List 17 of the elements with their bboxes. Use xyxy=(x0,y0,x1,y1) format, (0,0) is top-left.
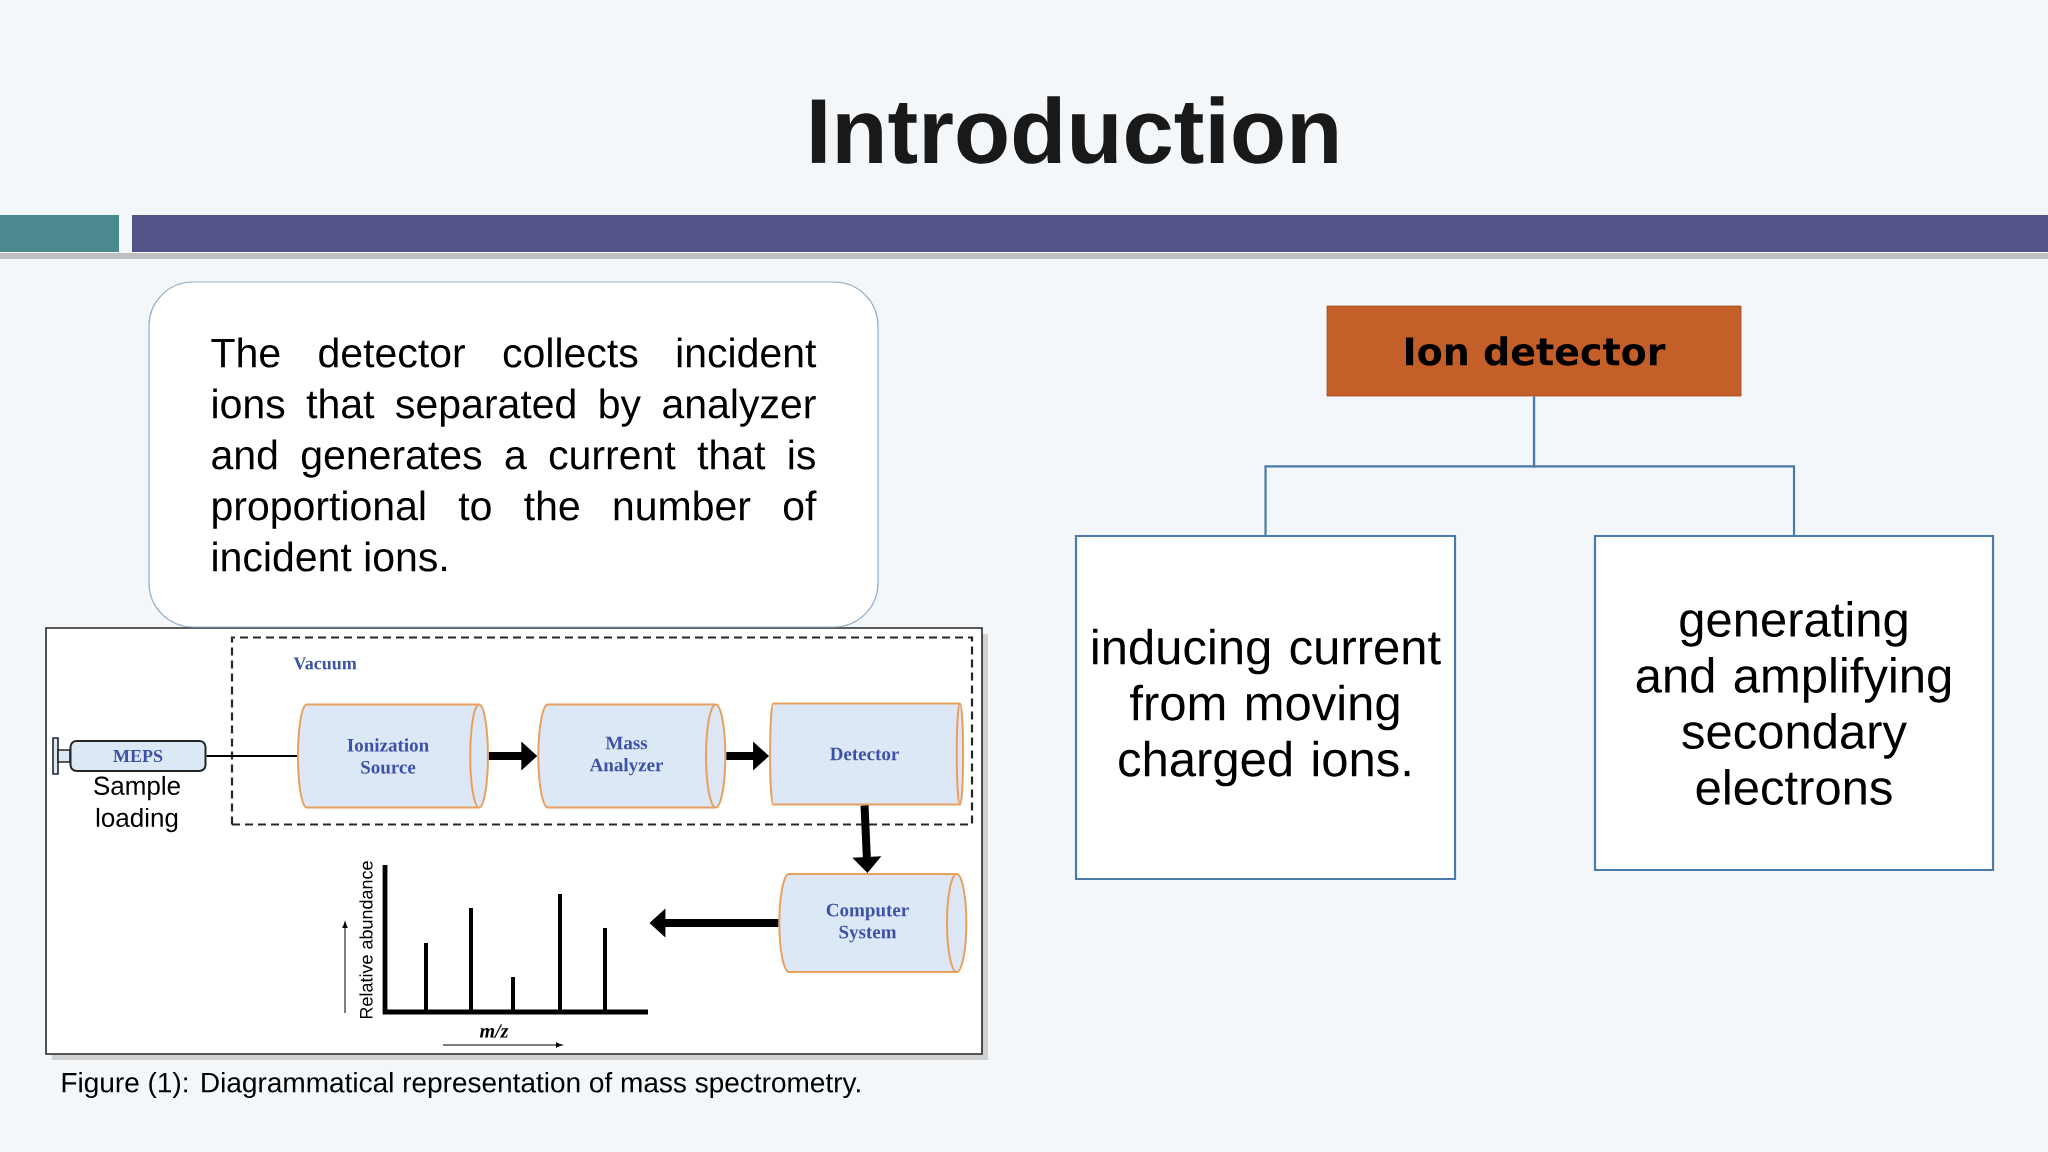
cylinder: Ionization Source xyxy=(296,703,489,809)
cylinder: Detector xyxy=(769,702,965,806)
branch-box: generating and amplifying secondary electrons xyxy=(1593,534,1995,872)
title: Introduction xyxy=(811,96,1337,164)
cylinder: Computer System xyxy=(778,873,968,973)
sample-label: Sample loading xyxy=(94,775,180,833)
axis-label: Relative abundance xyxy=(359,861,373,1019)
category-box: Ion detector xyxy=(1326,305,1742,397)
description-box: The detector collects incident ions that separated by analyzer and generates a current that is proportional to the number of incident ions. xyxy=(148,281,879,628)
branch-box: inducing current from moving charged ions. xyxy=(1074,534,1457,881)
syringe: MEPS xyxy=(52,737,207,775)
needle xyxy=(206,754,297,758)
spectrum-drawing xyxy=(382,865,648,1015)
axis-label: m/z xyxy=(479,1024,509,1038)
cylinder: Mass Analyzer xyxy=(537,703,727,809)
caption: Figure (1): Diagrammatical representation of mass spectrometry. xyxy=(62,1071,860,1099)
connector xyxy=(1532,396,1796,535)
